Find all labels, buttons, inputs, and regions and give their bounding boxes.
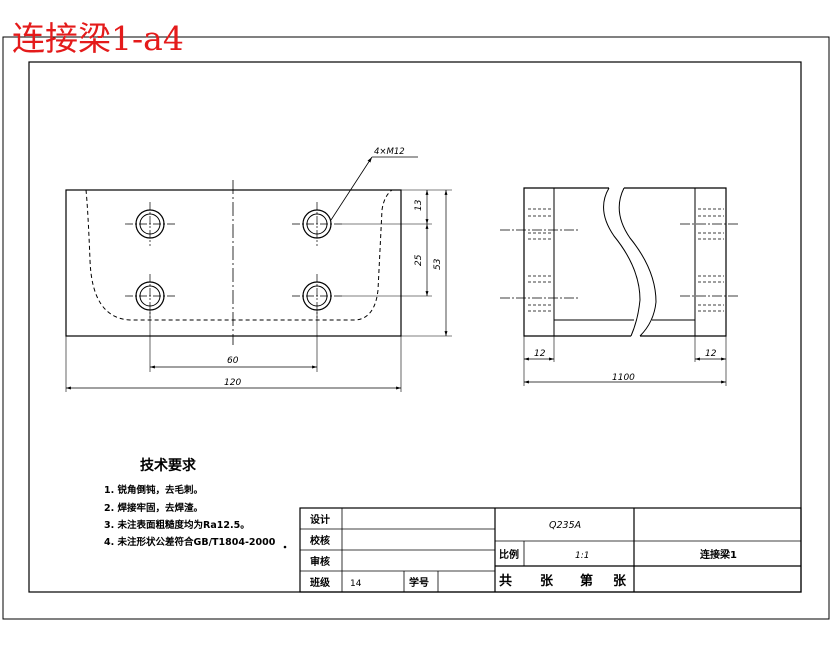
tech-requirement-item: 1. 锐角倒钝，去毛刺。: [104, 484, 203, 496]
dim-text-25: 25: [414, 254, 424, 266]
side-view-hidden-holes-left: [528, 208, 552, 312]
tb-sheet-unit-2: 张: [613, 574, 627, 589]
dim-text-60: 60: [227, 356, 239, 366]
dim-text-53: 53: [433, 258, 443, 270]
side-view-hidden-holes-right: [698, 208, 724, 312]
hole-callout-text: 4×M12: [374, 147, 405, 157]
side-view: [500, 187, 740, 386]
tech-requirement-item: 2. 焊接牢固，去焊渣。: [104, 502, 203, 514]
dim-text-1100: 1100: [612, 373, 635, 383]
tb-part-name: 连接梁1: [700, 548, 737, 561]
tb-student-id-label: 学号: [409, 576, 429, 589]
dim-text-13: 13: [414, 199, 424, 211]
drawing-title: 连接梁1-a4: [12, 19, 184, 58]
outer-border: [2, 36, 830, 620]
tb-class-value: 14: [350, 579, 362, 589]
hole-bottom-right: [292, 274, 342, 318]
tb-material: Q235A: [549, 520, 581, 531]
title-block: [299, 507, 802, 593]
break-line-right: [618, 187, 657, 337]
title-block-text: 设计 校核 审核 班级 14 学号 Q235A 比例 1:1 连接梁1 共 张 …: [310, 513, 737, 589]
front-view: [65, 156, 452, 392]
tech-requirement-item: 4. 未注形状公差符合GB/T1804-2000: [104, 536, 276, 548]
tb-review-label: 审核: [310, 555, 330, 568]
hole-callout-leader: [330, 156, 373, 221]
tb-sheet-total: 共: [499, 573, 512, 589]
dim-text-12-left: 12: [534, 349, 546, 359]
tb-scale-value: 1:1: [575, 551, 589, 561]
side-view-left-outline: [523, 187, 631, 337]
dim-text-12-right: 12: [705, 349, 717, 359]
tech-requirements: 技术要求 1. 锐角倒钝，去毛刺。 2. 焊接牢固，去焊渣。 3. 未注表面粗糙…: [104, 457, 287, 549]
stray-dot: [283, 545, 287, 549]
tb-scale-label: 比例: [499, 548, 519, 561]
tb-design-label: 设计: [310, 513, 330, 526]
tech-requirements-heading: 技术要求: [140, 457, 197, 474]
tb-check-label: 校核: [310, 534, 330, 547]
front-view-hidden-contour: [85, 189, 393, 321]
tb-sheet-no: 第: [580, 573, 593, 589]
hole-top-left: [125, 202, 175, 246]
dim-text-120: 120: [224, 378, 241, 388]
tech-requirement-item: 3. 未注表面粗糙度均为Ra12.5。: [104, 519, 250, 531]
front-view-outline: [65, 189, 402, 337]
side-view-right-outline: [624, 187, 727, 337]
break-line-left: [603, 187, 641, 337]
tb-sheet-unit-1: 张: [540, 574, 554, 589]
tb-class-label: 班级: [310, 576, 331, 589]
hole-top-right: [292, 202, 342, 246]
hole-bottom-left: [125, 274, 175, 318]
